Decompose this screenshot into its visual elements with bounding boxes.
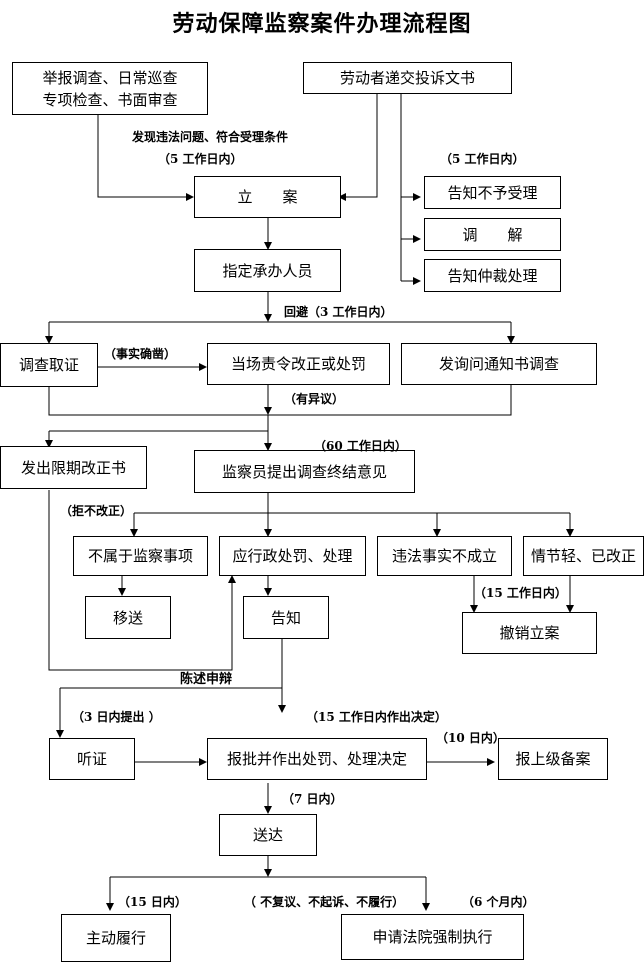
merge-left — [48, 385, 512, 416]
note-fifteen-days-decide: （15 工作日内作出决定） — [306, 710, 447, 724]
box-deliver: 送达 — [219, 814, 317, 856]
note-no-review: （ 不复议、不起诉、不履行） — [244, 895, 405, 909]
box-hearing: 听证 — [49, 738, 135, 780]
box-file-case: 立 案 — [194, 176, 341, 218]
note-objection: （有异议） — [284, 392, 345, 406]
box-transfer: 移送 — [85, 596, 171, 639]
arrow-complaint-to-file — [338, 94, 378, 201]
box-approve-decision: 报批并作出处罚、处理决定 — [207, 738, 427, 780]
box-report-line2: 专项检查、书面审查 — [42, 90, 178, 109]
box-report-inspect: 举报调查、日常巡查 专项检查、书面审查 — [12, 62, 208, 115]
box-not-established: 违法事实不成立 — [377, 536, 512, 576]
box-rectify-notice: 发出限期改正书 — [0, 446, 147, 489]
box-report-line1: 举报调查、日常巡查 — [42, 68, 178, 87]
arrow-report-to-file — [97, 114, 194, 201]
box-not-supervision: 不属于监察事项 — [73, 536, 208, 576]
note-statement-defense: 陈述申辩 — [180, 672, 233, 687]
note-seven-days: （7 日内） — [282, 792, 343, 806]
box-notify-reject: 告知不予受理 — [424, 176, 561, 209]
box-revoke-case: 撤销立案 — [462, 612, 597, 654]
note-fifteen-days: （15 日内） — [118, 895, 187, 909]
note-five-days-left: （5 工作日内） — [158, 152, 243, 166]
box-report-superior: 报上级备案 — [498, 738, 608, 780]
box-voluntary: 主动履行 — [61, 914, 171, 962]
refuse-loop — [48, 490, 236, 671]
note-six-months: （6 个月内） — [462, 895, 535, 909]
note-three-days: （3 日内提出 ） — [72, 710, 161, 724]
note-five-days-right: （5 工作日内） — [440, 152, 525, 166]
note-found-violation: 发现违法问题、符合受理条件 — [132, 130, 289, 144]
box-assign-staff: 指定承办人员 — [194, 249, 341, 292]
note-recusal: 回避（3 工作日内） — [284, 305, 393, 319]
note-fifteen-days-revoke: （15 工作日内） — [474, 586, 567, 600]
box-worker-complaint: 劳动者递交投诉文书 — [303, 62, 512, 94]
box-notify-arbitration: 告知仲裁处理 — [424, 259, 561, 292]
note-refuse-correct: （拒不改正） — [60, 504, 133, 518]
box-notify: 告知 — [243, 596, 329, 639]
note-sixty-days: （60 工作日内） — [314, 439, 407, 453]
box-inquiry-notice: 发询问通知书调查 — [401, 343, 597, 385]
box-inspector-opinion: 监察员提出调查终结意见 — [194, 450, 415, 493]
page-title: 劳动保障监察案件办理流程图 — [172, 11, 472, 37]
box-admin-penalty: 应行政处罚、处理 — [219, 536, 366, 576]
box-minor-corrected: 情节轻、已改正 — [523, 536, 644, 576]
box-court-enforce: 申请法院强制执行 — [341, 914, 524, 960]
box-investigate: 调查取证 — [0, 343, 98, 387]
box-onsite-order: 当场责令改正或处罚 — [207, 343, 390, 385]
box-mediate: 调 解 — [424, 218, 561, 251]
note-ten-days: （10 日内） — [436, 731, 505, 745]
note-facts-clear: （事实确凿） — [104, 347, 177, 361]
